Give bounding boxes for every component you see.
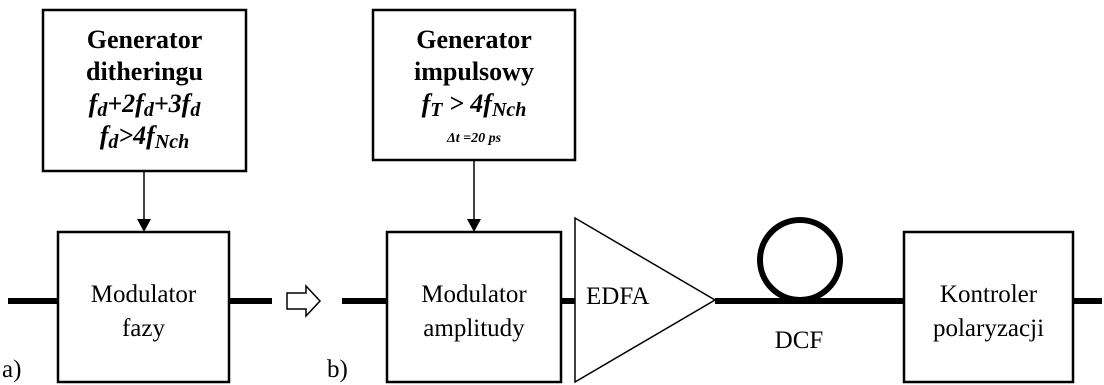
polarization-controller-label-1: Kontroler: [940, 281, 1038, 308]
pulse-generator-title-1: Generator: [416, 25, 532, 54]
part-a: Generator ditheringu fd+2fd+3fd fd>4fNch…: [2, 8, 272, 384]
pulse-frequency-formula: fT > 4fNch: [422, 89, 527, 121]
pulse-generator-box: [371, 8, 577, 162]
part-a-tag: a): [2, 356, 21, 383]
phase-modulator-label-2: fazy: [122, 315, 166, 342]
transition-arrow-icon: [286, 284, 322, 318]
phase-modulator-label-1: Modulator: [91, 281, 197, 308]
amplitude-modulator-label-1: Modulator: [421, 281, 527, 308]
edfa-label: EDFA: [586, 283, 649, 310]
part-b: Generator impulsowy fT > 4fNch Δt =20 ps…: [327, 8, 1102, 384]
edfa-amplifier-triangle: [574, 216, 717, 384]
arrowhead-b: [467, 219, 481, 232]
dither-generator-title-2: ditheringu: [86, 57, 203, 86]
dcf-coil-icon: [757, 217, 843, 303]
amplitude-modulator-box: [385, 230, 563, 384]
dither-generator-box: [41, 8, 248, 173]
pulse-generator-title-2: impulsowy: [414, 57, 534, 86]
dither-generator-title-1: Generator: [87, 25, 203, 54]
dither-condition-formula: fd>4fNch: [100, 121, 190, 153]
dither-frequency-formula: fd+2fd+3fd: [89, 89, 202, 121]
pulse-width-label: Δt =20 ps: [446, 131, 502, 146]
arrowhead-a: [137, 219, 151, 232]
dcf-label: DCF: [775, 327, 824, 354]
part-b-tag: b): [327, 356, 348, 383]
phase-modulator-box: [56, 230, 231, 384]
amplitude-modulator-label-2: amplitudy: [423, 315, 525, 342]
polarization-controller-label-2: polaryzacji: [933, 315, 1044, 342]
polarization-controller-box: [902, 230, 1075, 384]
